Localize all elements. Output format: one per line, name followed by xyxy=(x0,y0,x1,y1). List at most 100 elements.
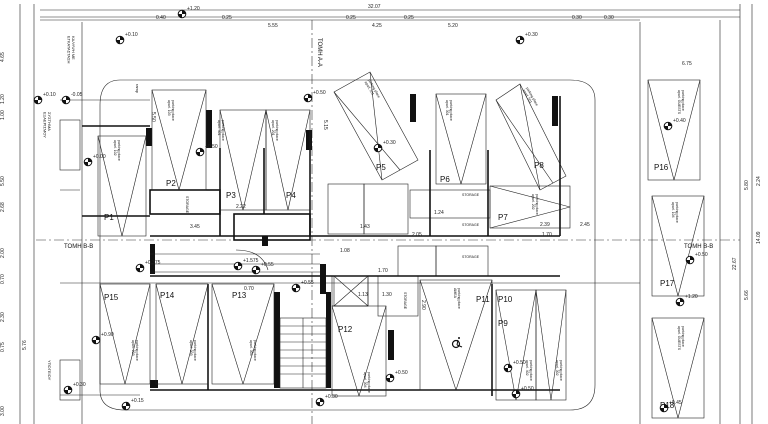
stall-p7-id: P7 xyxy=(498,213,508,222)
level-marker: +0.00 xyxy=(83,154,106,167)
stall-p2-note: parking placeaparl. 103 xyxy=(167,100,175,121)
level-marker-value: +0.50 xyxy=(395,370,408,376)
top-dim-4: 0.25 xyxy=(346,15,356,21)
inner-dim-5: 1.43 xyxy=(360,224,370,230)
left-dim-10: 5.76 xyxy=(22,340,28,350)
level-marker: +0.30 xyxy=(373,140,396,153)
right-dimension-chain: 2.24 5.80 22.67 5.66 14.09 xyxy=(732,176,762,300)
level-marker-value: +0.30 xyxy=(383,140,396,146)
stall-p11-note: parking placeΑΜΕΑ xyxy=(453,288,461,309)
inner-dim-10: 1.24 xyxy=(434,210,444,216)
section-label-b-right: TOMH B-B xyxy=(684,244,713,250)
stall-p14-note: parking placeaparl. 303 xyxy=(189,340,197,361)
level-marker-value: +0.40 xyxy=(673,118,686,124)
level-marker-value: +0.15 xyxy=(131,398,144,404)
wheelchair-icon xyxy=(451,337,463,349)
left-dim-3: 1.00 xyxy=(0,110,6,120)
storage-label-1: STORAGE xyxy=(185,196,189,214)
right-dim-4: 5.66 xyxy=(744,290,750,300)
stall-p12-note: parking placeaparl. 304 xyxy=(363,372,371,393)
level-marker: +0.45 xyxy=(659,400,682,413)
stall-p2-id: P2 xyxy=(166,179,176,188)
level-marker-value: +0.00 xyxy=(93,154,106,160)
stall-p6-note: parking placeaparl. 301 xyxy=(445,100,453,121)
inner-dim-3: 3.45 xyxy=(190,224,200,230)
level-marker-value: +0.50 xyxy=(313,90,326,96)
left-dim-8: 2.30 xyxy=(0,312,6,322)
stall-p16-id: P16 xyxy=(654,163,669,172)
level-marker-value: -0.05 xyxy=(71,92,83,98)
stall-p3-note: parking placeaparl. 401 xyxy=(217,120,225,141)
top-dim-6: 0.25 xyxy=(404,15,414,21)
inner-dim-2: 2.22 xyxy=(236,204,246,210)
level-marker: +1.20 xyxy=(675,294,698,307)
inner-dim-9: 2.05 xyxy=(412,232,422,238)
level-marker: +0.40 xyxy=(663,118,686,131)
top-dimension-chain: 32.07 0.40 0.25 5.55 0.25 4.25 0.25 5.20… xyxy=(40,4,692,67)
storage-labels: STORAGE STORAGE STORAGE STORAGE STORAGE xyxy=(185,193,480,310)
left-dim-11: 3.00 xyxy=(0,406,6,416)
stall-p17-note: parking placeaparl. 104 xyxy=(671,202,679,223)
left-dim-2: 1.20 xyxy=(0,94,6,104)
stall-p5-id: P5 xyxy=(376,163,386,172)
top-dim-8: 0.30 xyxy=(572,15,582,21)
level-marker-value: +0.90 xyxy=(101,332,114,338)
level-marker: +0.15 xyxy=(121,398,144,411)
level-marker: +0.50 xyxy=(503,360,526,373)
stall-p4-note: parking placeaparl. 201 xyxy=(271,120,279,141)
inner-dim-4: 5.15 xyxy=(322,120,328,130)
left-dim-7: 0.70 xyxy=(0,274,6,284)
stall-p15-note: parking placeaparl. 203 xyxy=(131,340,139,361)
stair xyxy=(279,275,369,389)
left-dim-9: 0.75 xyxy=(0,342,6,352)
level-marker-value: +1.20 xyxy=(685,294,698,300)
level-marker-value: +0.50 xyxy=(205,144,218,150)
left-dimension-chain: 4.65 1.20 1.00 5.50 2.68 2.00 0.70 2.30 … xyxy=(0,52,28,416)
level-markers: +0.10 +1.20 +0.30 +0.00 -0.05 +0.30 +0.50 +0.50… xyxy=(33,6,708,413)
left-dim-6: 2.00 xyxy=(0,248,6,258)
level-marker: +0.10 xyxy=(115,32,138,45)
level-marker-value: +0.375 xyxy=(145,260,161,266)
stall-p9-note: parking placeaparl. 402 xyxy=(525,360,533,381)
left-note-1: ΚΑΛΥΨΗ ΜΕΕΓΚΑΤΑΣΤΑΣΗ xyxy=(66,36,76,63)
stall-p13-note: parking placeaparl. 304 xyxy=(249,340,257,361)
ramp: ramp xyxy=(135,84,320,273)
level-marker: +0.50 xyxy=(511,386,534,399)
right-dim-5: 14.09 xyxy=(756,231,762,244)
stall-p6-id: P6 xyxy=(440,175,450,184)
level-marker-value: +0.55 xyxy=(301,280,314,286)
left-notes: ΚΑΛΥΨΗ ΜΕΕΓΚΑΤΑΣΤΑΣΗ ΣΥΣΤΗΜΑΕΞΑΕΡΙΣΜΟΥ Υ… xyxy=(42,36,81,401)
top-dim-1: 0.40 xyxy=(156,15,166,21)
inner-dim-6: 1.70 xyxy=(378,268,388,274)
boundary xyxy=(19,4,753,424)
storage-label-2: STORAGE xyxy=(462,193,480,197)
left-dim-5: 2.68 xyxy=(0,202,6,212)
stall-p16-note: parking placeaparl. GUESTS xyxy=(677,90,685,115)
level-marker-value: +1.20 xyxy=(187,6,200,12)
level-marker: +0.55 xyxy=(291,280,314,293)
inner-dim-7: 1.08 xyxy=(340,248,350,254)
level-marker: +0.55 xyxy=(251,262,274,275)
level-marker: +0.30 xyxy=(515,32,538,45)
storage-label-3: STORAGE xyxy=(462,223,480,227)
level-marker-value: +0.30 xyxy=(525,32,538,38)
level-marker: +0.50 xyxy=(303,90,326,103)
stall-p4-id: P4 xyxy=(286,191,296,200)
inner-dim-8: 1.30 xyxy=(382,292,392,298)
overall-dimension: 32.07 xyxy=(368,4,381,10)
inner-dimensions: 5.50 2.22 3.45 5.15 1.43 1.70 1.08 1.30 … xyxy=(150,112,590,310)
section-axes xyxy=(36,20,740,424)
stall-p8-id: P8 xyxy=(534,161,544,170)
right-dim-3: 22.67 xyxy=(732,257,738,270)
level-marker-value: +0.50 xyxy=(513,360,526,366)
level-marker-value: +1.575 xyxy=(243,258,259,264)
inner-dim-12: 1.13 xyxy=(358,292,368,298)
level-marker: +0.30 xyxy=(315,394,338,407)
level-marker-value: +0.10 xyxy=(125,32,138,38)
storage-label-5: STORAGE xyxy=(403,292,407,310)
level-marker: +1.575 xyxy=(233,258,259,271)
top-dim-3: 5.55 xyxy=(268,23,278,29)
level-marker: +1.20 xyxy=(177,6,200,19)
level-marker: +0.375 xyxy=(135,260,161,273)
